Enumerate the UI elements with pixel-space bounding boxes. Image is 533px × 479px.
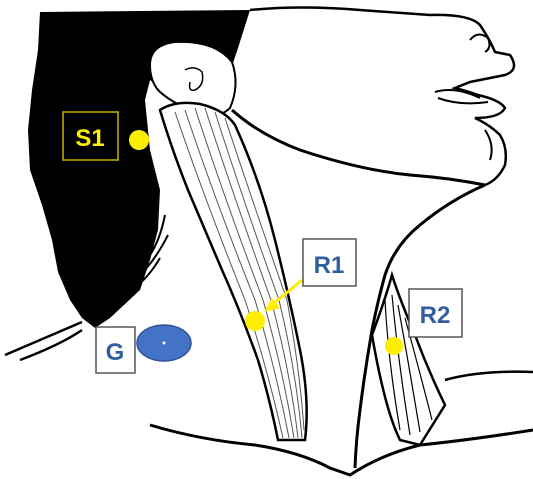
point-r2 <box>385 337 403 355</box>
point-s1 <box>129 130 149 150</box>
point-r1 <box>245 311 265 331</box>
label-g: G <box>106 339 125 366</box>
label-r2: R2 <box>420 302 451 329</box>
gland-center-dot <box>163 342 166 345</box>
label-s1: S1 <box>75 125 104 152</box>
label-r1: R1 <box>314 252 345 279</box>
